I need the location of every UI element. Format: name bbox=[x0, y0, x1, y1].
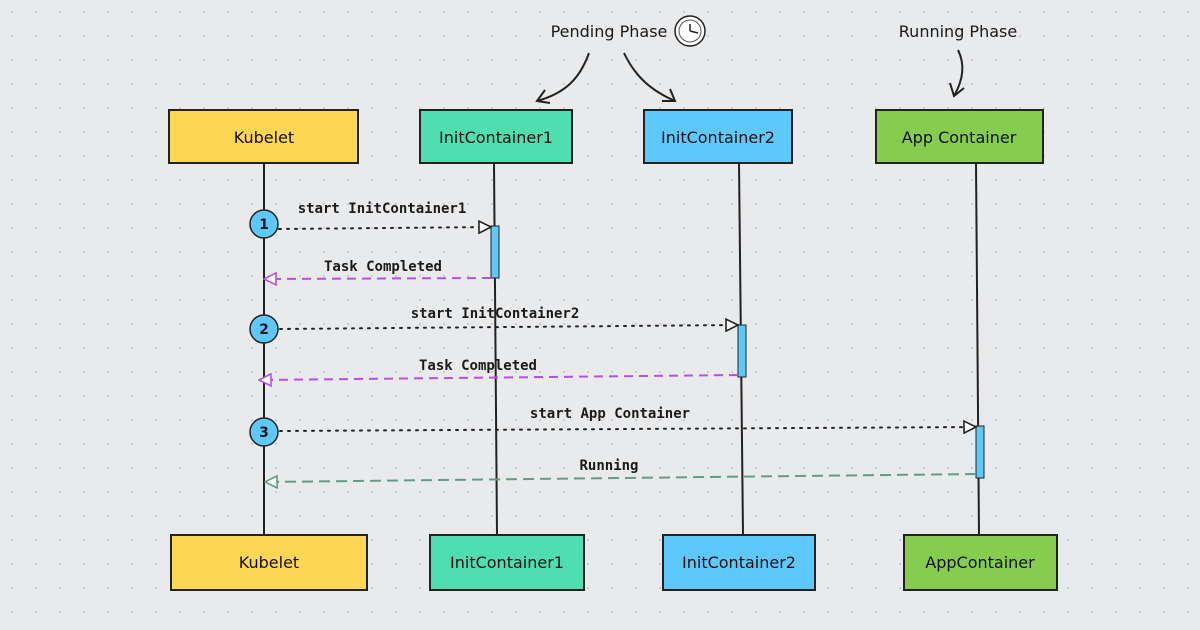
activation-bar-app-container bbox=[975, 425, 985, 479]
participant-label: InitContainer2 bbox=[661, 128, 775, 147]
step-circle-2: 2 bbox=[249, 314, 279, 344]
participant-label: InitContainer1 bbox=[439, 128, 553, 147]
participant-label: Kubelet bbox=[239, 553, 299, 572]
step-number: 1 bbox=[259, 217, 269, 233]
activation-bars bbox=[490, 225, 985, 479]
message-label: start App Container bbox=[530, 406, 690, 422]
participant-initcontainer1-bottom: InitContainer1 bbox=[429, 534, 585, 591]
participant-label: App Container bbox=[902, 128, 1017, 147]
message-request-1: start InitContainer1 bbox=[278, 201, 491, 229]
message-label: Running bbox=[579, 458, 638, 474]
step-number: 2 bbox=[259, 322, 269, 338]
participant-app-container-bottom: AppContainer bbox=[903, 534, 1058, 591]
participant-kubelet-bottom: Kubelet bbox=[170, 534, 368, 591]
pending-phase-label: Pending Phase bbox=[551, 22, 668, 41]
activation-bar-initcontainer1 bbox=[490, 225, 500, 279]
participant-app-container-top: App Container bbox=[875, 109, 1044, 164]
participant-label: InitContainer1 bbox=[450, 553, 564, 572]
running-phase-annotation: Running Phase bbox=[899, 22, 1017, 98]
participant-initcontainer1-top: InitContainer1 bbox=[419, 109, 573, 164]
participant-label: AppContainer bbox=[925, 553, 1035, 572]
message-request-2: start InitContainer2 bbox=[279, 306, 738, 329]
pending-arrow-right bbox=[623, 52, 676, 102]
participant-label: InitContainer2 bbox=[682, 553, 796, 572]
participant-initcontainer2-top: InitContainer2 bbox=[643, 109, 793, 164]
participant-initcontainer2-bottom: InitContainer2 bbox=[662, 534, 816, 591]
pending-phase-annotation: Pending Phase bbox=[535, 15, 706, 104]
clock-icon bbox=[674, 15, 706, 47]
step-circle-3: 3 bbox=[249, 417, 279, 447]
message-label: start InitContainer2 bbox=[411, 306, 580, 322]
activation-bar-initcontainer2 bbox=[737, 324, 747, 378]
message-response-1: Task Completed bbox=[264, 259, 492, 279]
running-phase-label: Running Phase bbox=[899, 22, 1017, 41]
pending-arrow-left bbox=[536, 52, 590, 102]
message-label: start InitContainer1 bbox=[298, 201, 467, 217]
message-request-3: start App Container bbox=[279, 406, 976, 431]
lifeline-initcontainer1 bbox=[493, 162, 498, 536]
participant-kubelet-top: Kubelet bbox=[168, 109, 359, 164]
message-label: Task Completed bbox=[419, 358, 537, 374]
lifeline-app-container bbox=[975, 162, 980, 536]
running-arrow bbox=[953, 49, 964, 97]
message-response-3: Running bbox=[265, 458, 977, 482]
lifelines bbox=[263, 162, 980, 536]
step-circle-1: 1 bbox=[249, 209, 279, 239]
participant-label: Kubelet bbox=[234, 128, 294, 147]
message-response-2: Task Completed bbox=[259, 358, 739, 380]
step-number: 3 bbox=[259, 425, 269, 441]
message-label: Task Completed bbox=[324, 259, 442, 275]
